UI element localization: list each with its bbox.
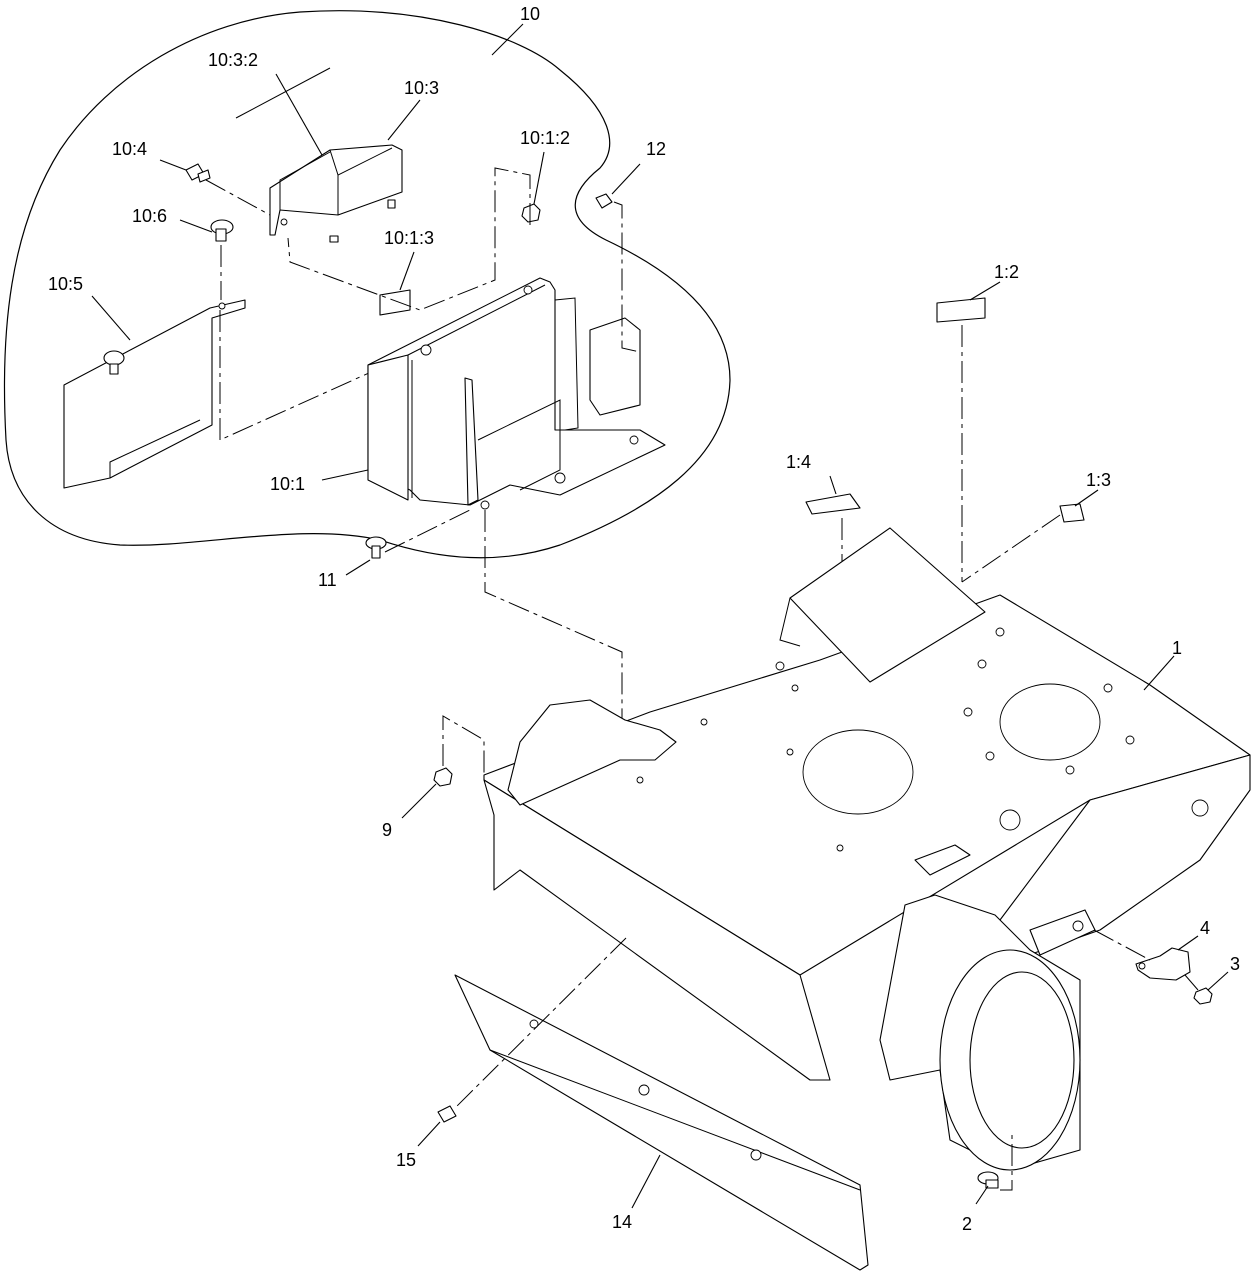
assembly-line-10-1 [484, 510, 623, 722]
part-1-3-label [1059, 503, 1085, 523]
callout-15: 15 [396, 1150, 416, 1170]
part-10-3-cover [269, 144, 403, 243]
part-3-nut [1193, 987, 1213, 1005]
callout-10-3: 10:3 [404, 78, 439, 98]
part-10-1-bracket [367, 277, 666, 510]
assembly-line-3 [1184, 974, 1199, 991]
assembly-line-4 [1093, 929, 1151, 961]
assembly-line-10-4 [205, 179, 271, 216]
assembly-line-1-3 [961, 514, 1061, 583]
callout-10-3-2: 10:3:2 [208, 50, 258, 70]
callout-1: 1 [1172, 638, 1182, 658]
assembly-line-11 [384, 509, 471, 553]
callout-4: 4 [1200, 918, 1210, 938]
callout-3: 3 [1230, 954, 1240, 974]
part-14-guard [454, 974, 869, 1271]
callout-10-1-3: 10:1:3 [384, 228, 434, 248]
part-1-2-label [936, 297, 986, 323]
callout-1-3: 1:3 [1086, 470, 1111, 490]
part-4-clamp [1135, 947, 1191, 981]
part-1-4-label [805, 493, 861, 515]
callout-12: 12 [646, 139, 666, 159]
part-11-bolt [365, 536, 387, 559]
part-15-screw [437, 1105, 457, 1123]
callout-11: 11 [318, 570, 337, 590]
part-1-frame [483, 527, 1251, 1171]
callout-10: 10 [520, 4, 540, 24]
callout-2: 2 [962, 1214, 972, 1234]
callout-10-1-2: 10:1:2 [520, 128, 570, 148]
assembly-line-2 [1000, 1135, 1013, 1191]
part-10-1-2-nut [521, 203, 541, 223]
assembly-line-14 [454, 937, 627, 1109]
part-10-6-knob [210, 219, 234, 242]
part-9-nut [433, 767, 453, 787]
callout-10-6: 10:6 [132, 206, 167, 226]
assembly-line-10-5 [219, 310, 421, 441]
callout-10-4: 10:4 [112, 139, 147, 159]
leader-lines [91, 23, 1229, 1209]
part-12-bolt [595, 193, 613, 209]
callout-1-4: 1:4 [786, 452, 811, 472]
part-10-5-panel [63, 299, 246, 489]
callout-10-5: 10:5 [48, 274, 83, 294]
part-10-1-3-label [379, 289, 411, 316]
callouts: 10 10:3:2 10:3 10:4 10:6 10:1:2 12 10:1:… [48, 4, 1240, 1234]
assembly-line-12 [613, 201, 641, 353]
callout-10-1: 10:1 [270, 474, 305, 494]
assembly-line-9 [442, 715, 485, 776]
callout-9: 9 [382, 820, 392, 840]
subassembly-10-outline [3, 10, 731, 559]
callout-14: 14 [612, 1212, 632, 1232]
part-10-4-screw [185, 163, 211, 183]
assembly-line-10-1-2 [287, 167, 531, 311]
part-10-3-2-rod [235, 67, 331, 119]
part-2-bolt [977, 1171, 999, 1189]
callout-1-2: 1:2 [994, 262, 1019, 282]
